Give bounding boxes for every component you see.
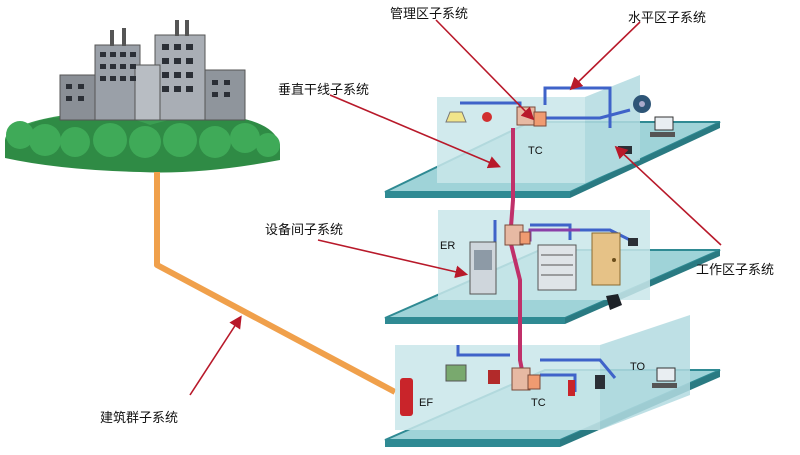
patch-panel-icon: [504, 224, 531, 246]
label-vertical-subsystem: 垂直干线子系统: [278, 83, 370, 98]
computer-icon: [650, 116, 675, 137]
label-campus-subsystem: 建筑群子系统: [100, 411, 179, 426]
campus-cable: [154, 172, 397, 395]
server-rack-icon: [469, 241, 497, 295]
patch-panel-icon: [511, 367, 541, 391]
camera-icon: [628, 238, 638, 246]
tag-tc-top: TC: [528, 145, 543, 157]
tag-to: TO: [630, 361, 646, 373]
label-horizontal-subsystem: 水平区子系统: [628, 11, 707, 26]
alarm-icon: [488, 370, 500, 384]
backbone-cable: [507, 128, 527, 386]
fan-icon: [633, 95, 651, 113]
building-cluster-icon: [5, 20, 280, 173]
phone-icon: [606, 294, 622, 310]
camera-icon: [445, 364, 467, 382]
phone-icon: [595, 375, 605, 389]
label-management-subsystem: 管理区子系统: [390, 7, 469, 22]
alarm-icon: [482, 112, 492, 122]
tag-ef: EF: [419, 397, 434, 409]
leader-arrows: [189, 19, 722, 396]
computer-icon: [652, 367, 677, 388]
tag-tc-bottom: TC: [531, 397, 546, 409]
alarm-icon: [568, 380, 575, 396]
label-equipment-subsystem: 设备间子系统: [265, 223, 344, 238]
tag-er: ER: [440, 240, 456, 252]
door-icon: [591, 232, 621, 286]
lamp-icon: [445, 111, 467, 123]
fire-extinguisher-icon: [400, 378, 413, 416]
server-rack-icon: [537, 244, 577, 291]
label-work-area-subsystem: 工作区子系统: [696, 263, 775, 278]
